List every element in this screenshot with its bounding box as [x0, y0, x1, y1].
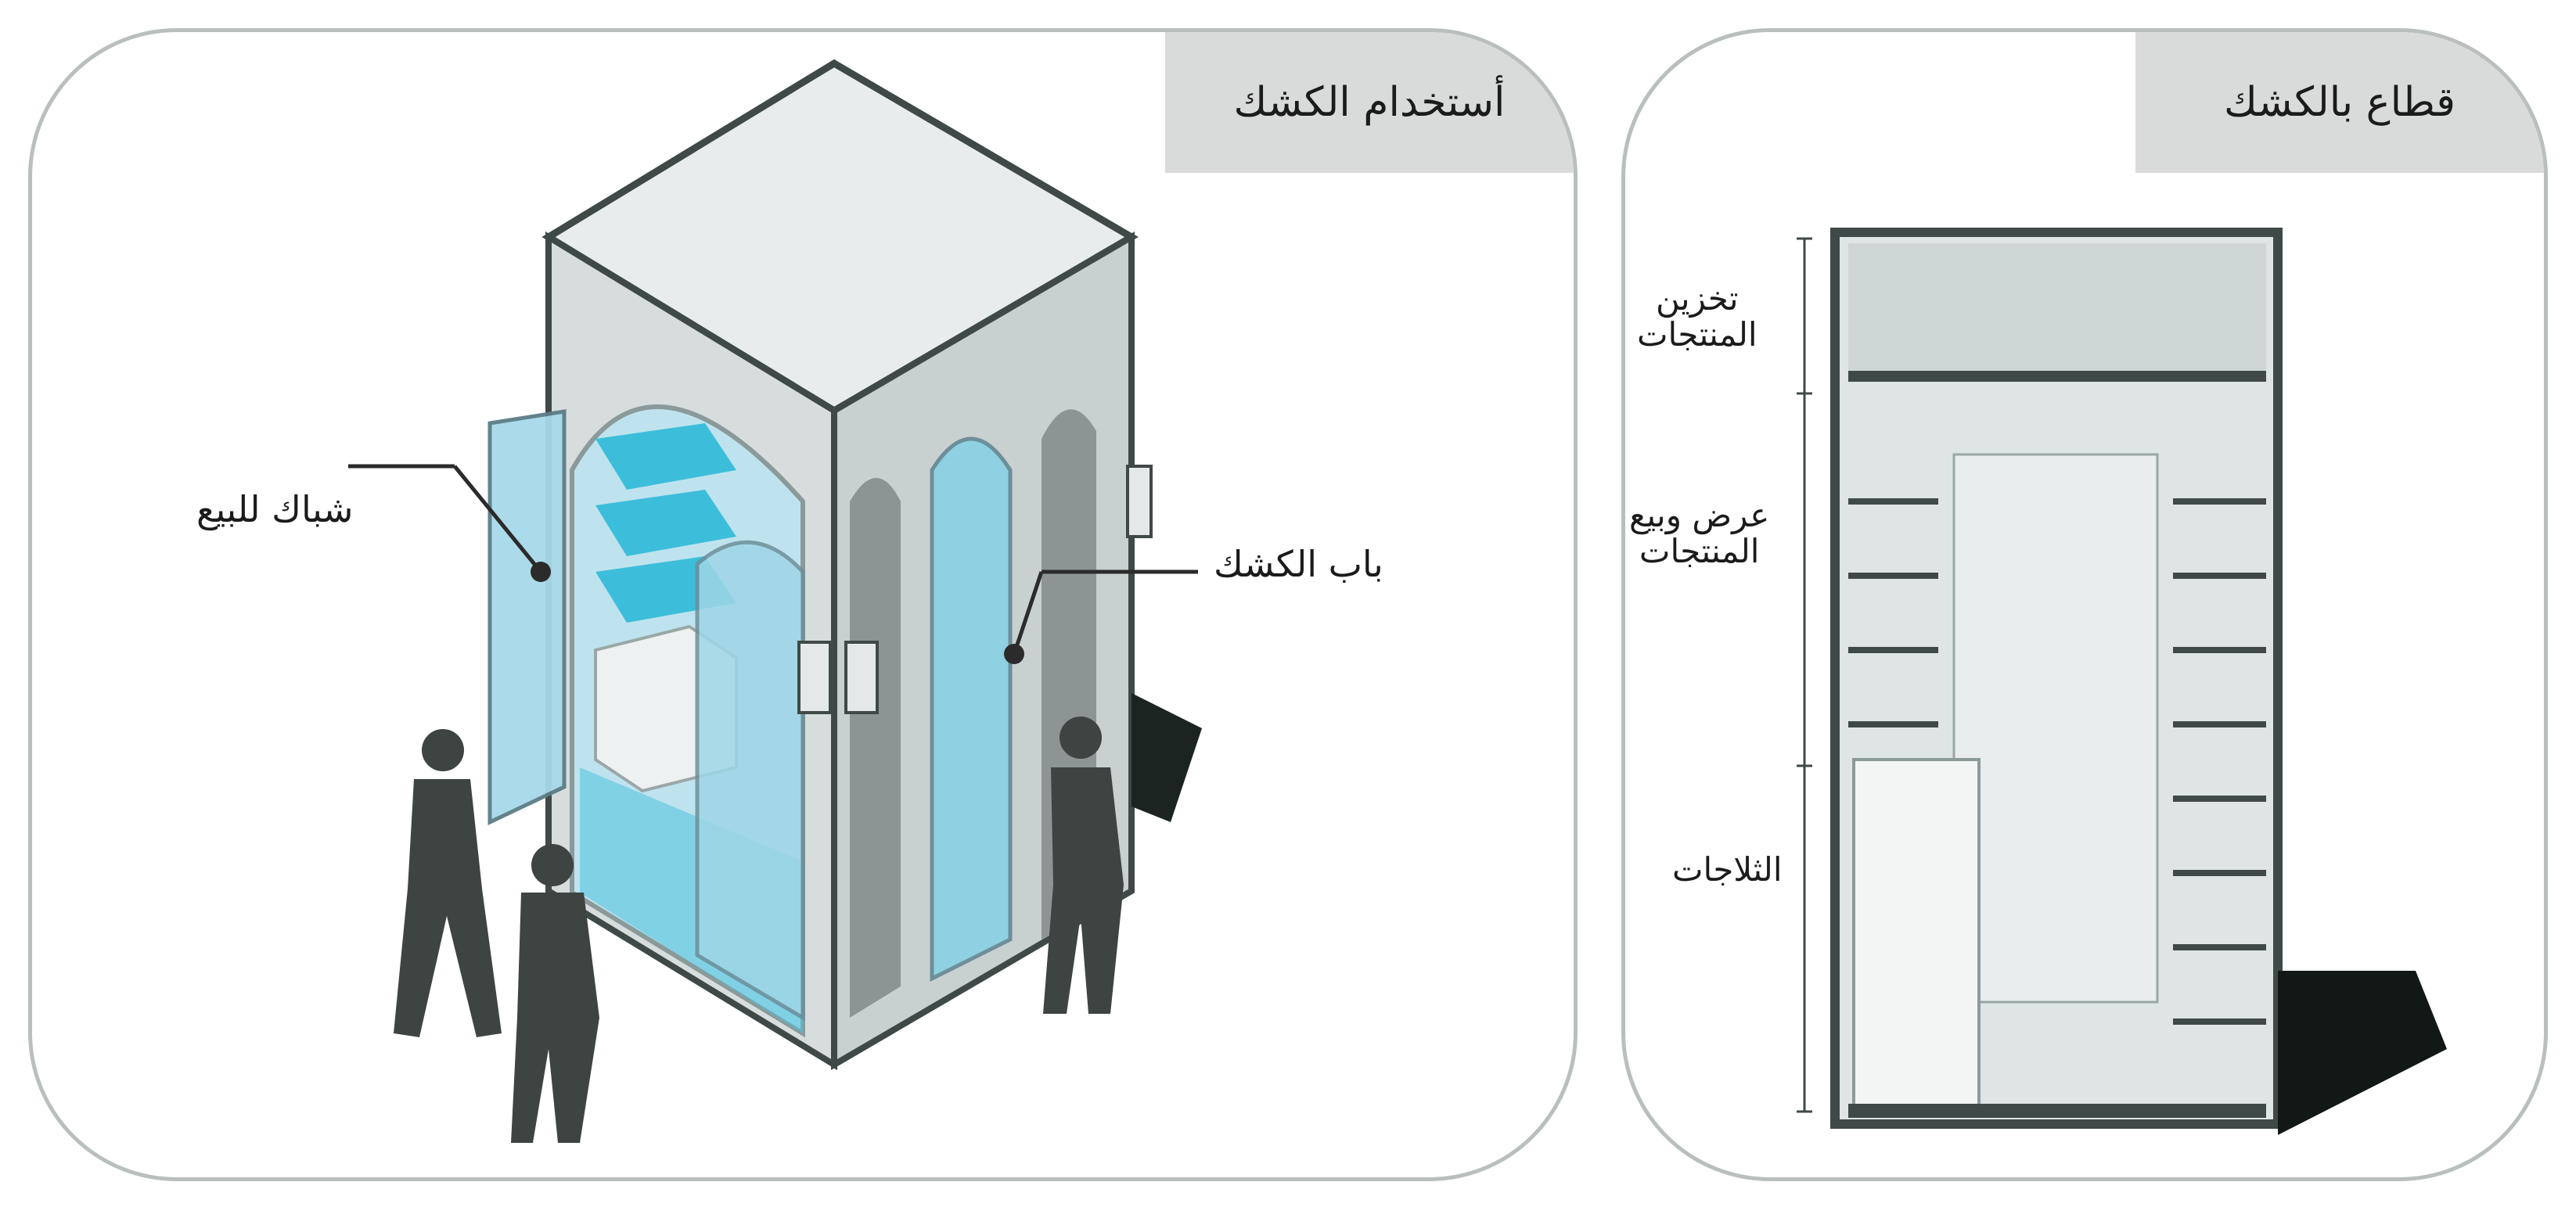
zone-label-storage-line1: تخزين: [1655, 279, 1739, 318]
leader-line-kiosk-door: [1012, 571, 1044, 655]
section-floor: [1848, 1104, 2266, 1118]
panel-kiosk-section: قطاع بالكشك: [1621, 28, 2548, 1181]
person-silhouette: [1043, 717, 1124, 1014]
interior-shelf: [595, 423, 736, 490]
zone-label-display-line2: المنتجات: [1639, 532, 1760, 571]
panel-kiosk-usage: أستخدام الكشك: [28, 28, 1578, 1181]
zone-label-storage: تخزين المنتجات: [1637, 279, 1758, 354]
kiosk-isometric-illustration: [348, 59, 1202, 1143]
storage-zone: [1848, 243, 2266, 376]
wall-lamp: [797, 641, 832, 714]
zone-label-display: عرض وبيع المنتجات: [1629, 496, 1770, 571]
wall-lamp: [1126, 465, 1153, 538]
kiosk-section-illustration: [1797, 228, 2447, 1135]
leader-line-sales-window: [453, 465, 542, 573]
side-shelves: [1848, 498, 2266, 1025]
interior-shelf: [595, 490, 736, 556]
panel-title-usage: أستخدام الكشك: [1165, 32, 1574, 173]
zone-label-display-line1: عرض وبيع: [1629, 496, 1770, 534]
leader-dot: [1004, 644, 1024, 664]
zone-label-fridges: الثلاجات: [1672, 850, 1783, 889]
right-facade-louver-arch: [850, 478, 901, 1018]
section-back-wall: [1952, 453, 2159, 1004]
kiosk-glass-door: [695, 540, 805, 1022]
kiosk-shadow: [1131, 693, 1202, 822]
fridge-unit: [1852, 758, 1981, 1113]
section-shadow: [2278, 971, 2447, 1135]
person-silhouette: [394, 729, 502, 1037]
person-silhouette: [511, 844, 599, 1143]
leader-dot: [531, 562, 551, 582]
wall-lamp: [844, 641, 879, 714]
callout-kiosk-door: باب الكشك: [1214, 543, 1383, 585]
sales-window-shutter: [487, 409, 567, 825]
zone-label-storage-line2: المنتجات: [1637, 315, 1758, 354]
right-facade-glass-arch: [930, 436, 1013, 982]
callout-sales-window: شباك للبيع: [196, 488, 354, 530]
panel-title-section: قطاع بالكشك: [2135, 32, 2544, 173]
